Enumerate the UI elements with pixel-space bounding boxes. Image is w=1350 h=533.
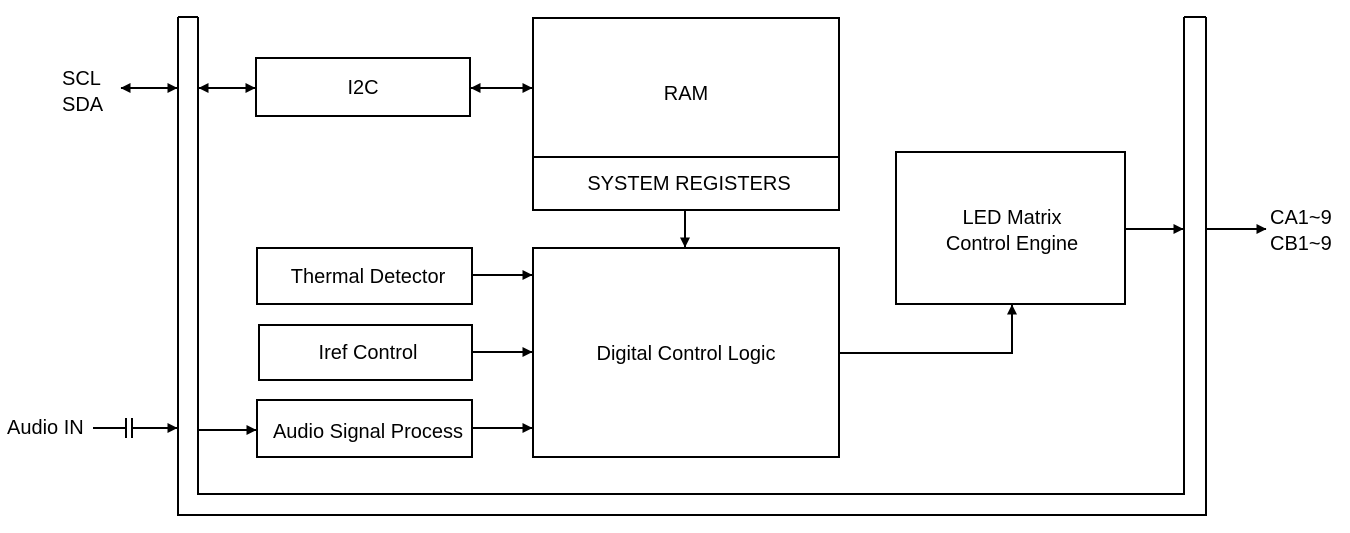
audio-in-label: Audio IN [7, 417, 84, 439]
sda-label: SDA [62, 94, 104, 116]
logic-engine-arrow [839, 304, 1017, 354]
led-engine-label-line1: LED Matrix [962, 207, 1062, 229]
digital-control-logic-label: Digital Control Logic [596, 343, 776, 365]
bus-inner [197, 17, 1185, 495]
thermal-detector-label: Thermal Detector [290, 266, 446, 288]
i2c-label: I2C [347, 77, 379, 99]
bus-outer [177, 17, 1207, 516]
scl-label: SCL [62, 68, 101, 90]
led-engine-label-line2: Control Engine [945, 233, 1079, 255]
system-registers-label: SYSTEM REGISTERS [587, 173, 791, 195]
capacitor-icon [125, 418, 133, 438]
ca-label: CA1~9 [1270, 207, 1332, 229]
i2c-block [255, 57, 471, 117]
ram-label: RAM [663, 83, 709, 105]
audio-signal-process-label: Audio Signal Process [272, 421, 464, 443]
cb-label: CB1~9 [1270, 233, 1332, 255]
iref-control-label: Iref Control [318, 342, 418, 364]
